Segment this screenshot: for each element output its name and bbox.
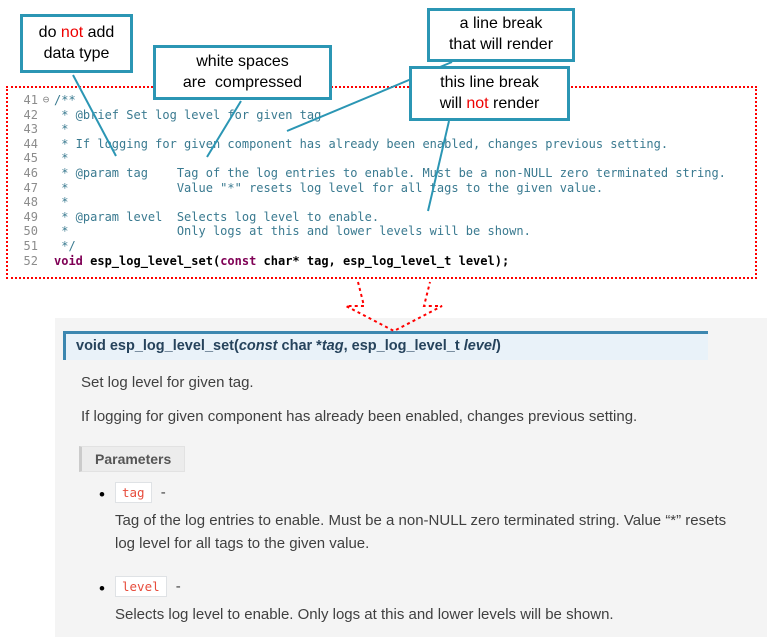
fold-marker-icon xyxy=(38,239,54,254)
code-text: * @param level Selects log level to enab… xyxy=(54,209,380,224)
code-line: 51 */ xyxy=(16,239,755,254)
code-line: 46 * @param tag Tag of the log entries t… xyxy=(16,166,755,181)
code-line: 49 * @param level Selects log level to e… xyxy=(16,210,755,225)
callout-whitespace: white spaces are compressed xyxy=(153,45,332,100)
rendered-docs-panel: void esp_log_level_set(const char *tag, … xyxy=(55,318,767,637)
code-text: void esp_log_level_set(const char* tag, … xyxy=(54,253,510,268)
line-number: 45 xyxy=(23,151,38,166)
source-code-editor: 41⊖/**42 * @brief Set log level for give… xyxy=(6,86,757,279)
callout-text: a line break xyxy=(459,15,543,33)
parameters-list: tag - Tag of the log entries to enable. M… xyxy=(63,482,767,627)
param-description: Selects log level to enable. Only logs a… xyxy=(115,605,614,623)
fold-marker-icon xyxy=(38,108,54,123)
line-number: 50 xyxy=(23,224,38,239)
line-number: 42 xyxy=(23,107,38,122)
code-line: 48 * xyxy=(16,195,755,210)
code-line: 43 * xyxy=(16,122,755,137)
fold-marker-icon xyxy=(38,181,54,196)
param-separator: - xyxy=(171,577,181,595)
param-name-chip: level xyxy=(115,575,167,597)
code-text: * @brief Set log level for given tag xyxy=(54,107,322,122)
code-line: 44 * If logging for given component has … xyxy=(16,137,755,152)
param-description: Tag of the log entries to enable. Must b… xyxy=(115,512,727,552)
code-text: * xyxy=(54,151,69,166)
description-text: If logging for given component has alrea… xyxy=(81,408,638,425)
line-number: 44 xyxy=(23,136,38,151)
callout-text: that will render xyxy=(448,36,554,53)
line-number: 43 xyxy=(23,122,38,137)
param-separator: - xyxy=(156,484,166,501)
fold-marker-icon xyxy=(38,254,54,269)
fold-marker-icon xyxy=(38,166,54,181)
code-line: 42 * @brief Set log level for given tag xyxy=(16,108,755,123)
callout-text: do not add xyxy=(38,23,115,41)
line-number: 49 xyxy=(23,209,38,224)
callout-text: this line break xyxy=(440,73,539,91)
code-text: * xyxy=(54,122,69,137)
code-line: 45 * xyxy=(16,151,755,166)
code-text: * @param tag Tag of the log entries to e… xyxy=(54,165,726,180)
code-line: 52 void esp_log_level_set(const char* ta… xyxy=(16,254,755,269)
fold-marker-icon: ⊖ xyxy=(42,93,50,106)
callout-text: white spaces xyxy=(196,52,289,70)
callout-no-datatype: do not add data type xyxy=(20,14,133,73)
callout-text: are compressed xyxy=(182,73,303,91)
line-number: 51 xyxy=(23,238,38,253)
code-line: 50 * Only logs at this and lower levels … xyxy=(16,224,755,239)
callout-break-norender: this line break will not render xyxy=(409,66,570,121)
code-lines: 41⊖/**42 * @brief Set log level for give… xyxy=(16,93,755,268)
line-number: 52 xyxy=(23,253,38,268)
code-text: * Only logs at this and lower levels wil… xyxy=(54,224,531,239)
fold-marker-icon xyxy=(38,151,54,166)
parameter-item: level - Selects log level to enable. Only… xyxy=(99,575,767,627)
callout-text: will not render xyxy=(439,94,540,112)
line-number: 41 xyxy=(23,93,38,107)
line-number: 47 xyxy=(23,180,38,195)
brief-text: Set log level for given tag. xyxy=(81,374,254,391)
code-text: /** xyxy=(54,93,76,107)
callout-break-render: a line break that will render xyxy=(427,8,575,62)
code-text: */ xyxy=(54,238,76,253)
code-text: * Value "*" resets log level for all tag… xyxy=(54,180,604,195)
code-line: 47 * Value "*" resets log level for all … xyxy=(16,181,755,196)
parameters-heading: Parameters xyxy=(79,446,186,472)
line-number: 46 xyxy=(23,165,38,180)
fold-marker-icon xyxy=(38,137,54,152)
fold-marker-icon xyxy=(38,224,54,239)
code-text: * xyxy=(54,195,69,210)
code-line: 41 ⊖ /** xyxy=(16,93,755,108)
callout-text: data type xyxy=(43,44,110,62)
param-name-chip: tag xyxy=(115,482,152,503)
line-number: 48 xyxy=(23,195,38,210)
fold-marker-icon xyxy=(38,122,54,137)
parameter-item: tag - Tag of the log entries to enable. M… xyxy=(99,482,767,556)
fold-marker-icon xyxy=(38,210,54,225)
code-text: * If logging for given component has alr… xyxy=(54,136,669,151)
function-signature: void esp_log_level_set(const char *tag, … xyxy=(63,331,708,360)
fold-marker-icon xyxy=(38,195,54,210)
